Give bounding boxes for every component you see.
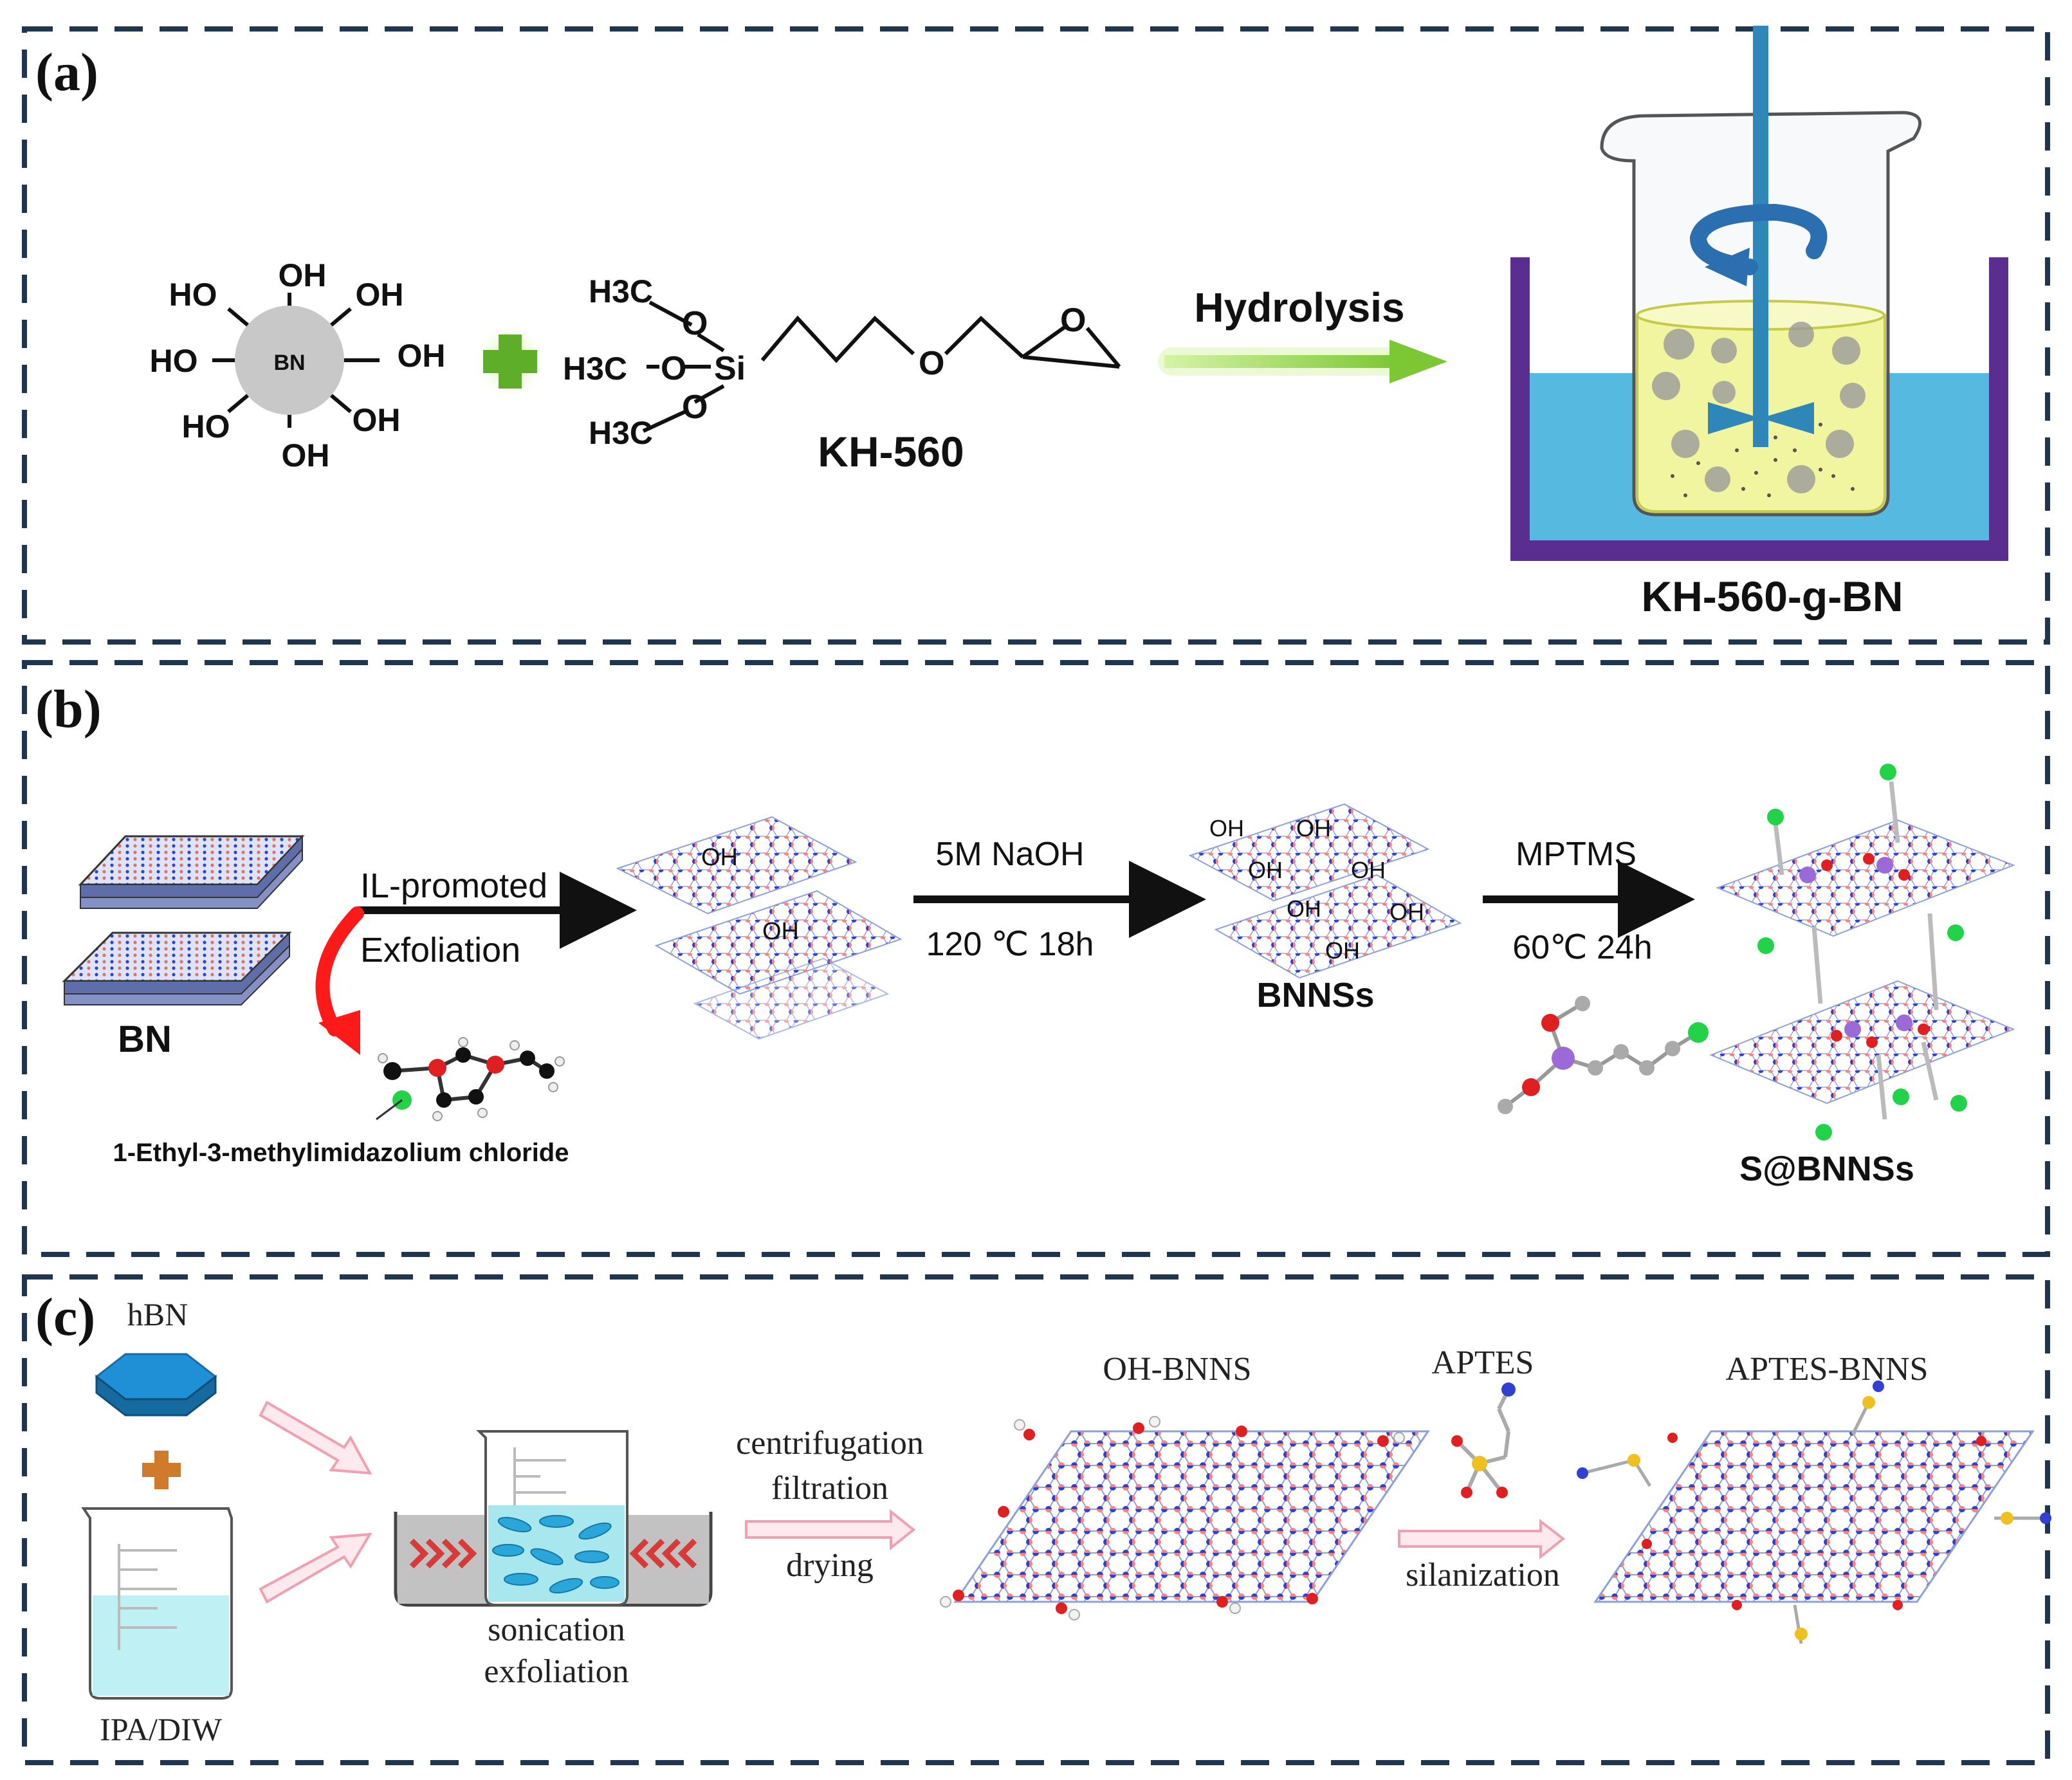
oh-bnns-6: OH: [1389, 899, 1424, 925]
step1-line2: Exfoliation: [360, 931, 520, 969]
bn-particles: [1652, 322, 1866, 493]
kh560-structure: H3C O H3C O Si O H3C O O KH-560: [563, 273, 1121, 475]
ultrasound-chevrons-right: [629, 1538, 697, 1569]
panel-c-label: (c): [35, 1287, 95, 1347]
exfoliated-sheets: OH OH: [616, 816, 903, 1040]
oh-top-right: OH: [356, 277, 404, 313]
solvent-beaker: IPA/DIW: [81, 1507, 233, 1747]
bn-start-label: BN: [118, 1018, 172, 1060]
oh-bottom: OH: [282, 437, 330, 473]
s-bnns-label: S@BNNSs: [1739, 1150, 1914, 1188]
silanization-arrow: silanization: [1398, 1518, 1566, 1593]
beaker-bath: KH-560-g-BN: [1510, 26, 2008, 620]
solvent-label: IPA/DIW: [100, 1711, 223, 1747]
mptms-molecule: [1498, 996, 1709, 1114]
o-bottom: O: [682, 389, 708, 426]
oh-bnns-4: OH: [1351, 857, 1386, 883]
oh-bnns-1: OH: [1209, 815, 1244, 841]
rotation-arrow: [1689, 203, 1828, 275]
oh-bnns-sheet: OH-BNNS: [940, 1351, 1430, 1620]
red-curve-arrow: [315, 906, 364, 1036]
methyl-left: H3C: [563, 351, 627, 387]
pink-arrows-in: [259, 1400, 372, 1604]
flake-particles: [492, 1515, 619, 1593]
aptes-molecule: APTES: [1432, 1344, 1534, 1498]
hbn-prism: hBN: [95, 1296, 217, 1417]
step1-c-line2: filtration: [771, 1470, 888, 1507]
bnns-label: BNNSs: [1256, 976, 1374, 1014]
si-atom: Si: [714, 350, 746, 387]
bn-particle: BN OH HO OH HO OH HO OH OH: [150, 257, 446, 473]
bn-stacks: BN: [62, 834, 305, 1060]
oh-bnns-label: OH-BNNS: [1103, 1351, 1251, 1388]
panel-a-frame: [22, 26, 2050, 645]
o-top: O: [682, 305, 708, 342]
ho-bottom-left: HO: [182, 408, 230, 445]
oh-bnns-7: OH: [1325, 937, 1360, 964]
ultrasound-chevrons-left: [409, 1538, 477, 1569]
aptes-label: APTES: [1432, 1344, 1534, 1381]
o-chain: O: [919, 345, 944, 382]
ionic-liquid-molecule: 1-Ethyl-3-methylimidazolium chloride: [113, 1037, 569, 1167]
panel-b-label: (b): [35, 679, 102, 739]
bn-stack-top: [78, 834, 305, 909]
step3-line2: 60℃ 24h: [1512, 929, 1652, 966]
hydrolysis-label: Hydrolysis: [1194, 284, 1404, 331]
silanization-label: silanization: [1406, 1557, 1560, 1593]
il-name-label: 1-Ethyl-3-methylimidazolium chloride: [113, 1139, 569, 1167]
hydrolysis-arrow: Hydrolysis: [1158, 284, 1447, 383]
stirrer-blade: [1708, 402, 1814, 434]
bath-right-wall: [1989, 257, 2008, 560]
naoh-arrow: 5M NaOH 120 ℃ 18h: [913, 836, 1206, 963]
panel-a-label: (a): [35, 42, 98, 102]
oh-bnns-5: OH: [1287, 895, 1321, 922]
oh-sheet-1: OH: [701, 844, 738, 871]
panel-b-frame: [22, 660, 2050, 1257]
bn-core-label: BN: [273, 351, 305, 375]
aptes-bnns-label: APTES-BNNS: [1726, 1351, 1929, 1388]
solvent-liquid: [93, 1595, 229, 1696]
oh-bottom-right: OH: [353, 402, 401, 438]
o-left: O: [661, 350, 686, 387]
oh-sheet-2: OH: [762, 918, 799, 945]
methyl-top: H3C: [589, 273, 653, 309]
step3-line1: MPTMS: [1516, 836, 1637, 873]
s-bnns-product: S@BNNSs: [1709, 764, 2015, 1188]
step1-c-line1: centrifugation: [736, 1425, 924, 1462]
methyl-bottom: H3C: [589, 415, 653, 451]
orange-plus-icon: [142, 1451, 181, 1489]
o-epoxide: O: [1060, 302, 1086, 339]
bn-sphere: [235, 306, 344, 415]
step1-line1: IL-promoted: [360, 867, 547, 905]
mptms-arrow: MPTMS 60℃ 24h: [1483, 836, 1695, 966]
step2-line1: 5M NaOH: [935, 836, 1084, 873]
product-a-label: KH-560-g-BN: [1641, 573, 1903, 620]
bn-stack-bottom: [62, 931, 292, 1005]
il-exfoliation-arrow: IL-promoted Exfoliation: [315, 867, 637, 1055]
oh-top: OH: [279, 257, 327, 293]
bath-left-wall: [1510, 257, 1530, 560]
plus-icon: [470, 322, 550, 401]
sonication-line1: sonication: [488, 1611, 625, 1648]
hbn-label: hBN: [127, 1296, 188, 1332]
ho-top-left: HO: [169, 277, 217, 313]
ho-left: HO: [150, 343, 198, 379]
step1-c-line3: drying: [786, 1547, 874, 1584]
centrifugation-arrow: centrifugation filtration drying: [736, 1425, 924, 1584]
sonication-bath: sonication exfoliation: [394, 1430, 713, 1690]
bath-floor: [1510, 540, 2008, 561]
stirrer-rod: [1753, 26, 1768, 447]
step2-line2: 120 ℃ 18h: [926, 926, 1094, 963]
oh-right: OH: [398, 338, 446, 374]
aptes-bnns-sheet: APTES-BNNS: [1577, 1351, 2051, 1644]
sonication-line2: exfoliation: [484, 1653, 628, 1690]
oh-bnns-2: OH: [1296, 815, 1331, 841]
kh560-label: KH-560: [818, 428, 964, 475]
bnns-oh-sheets: OH OH OH OH OH OH OH BNNSs: [1188, 803, 1462, 1014]
oh-bnns-3: OH: [1248, 857, 1283, 883]
